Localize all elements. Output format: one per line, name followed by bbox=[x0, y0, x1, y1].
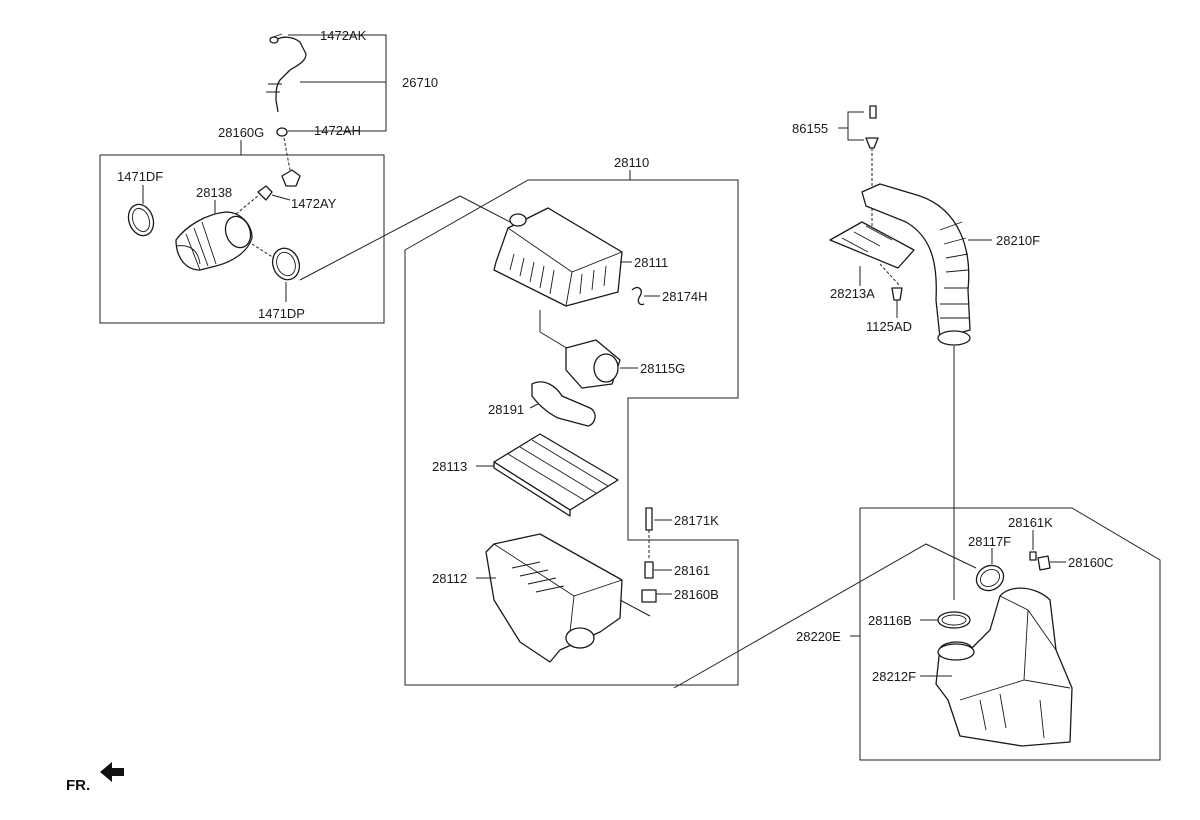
breather-fitting bbox=[281, 169, 301, 187]
upper-cover-port bbox=[509, 213, 527, 227]
breather-hose-26710 bbox=[275, 36, 307, 113]
label-28191: 28191 bbox=[488, 402, 524, 417]
filter-28113 bbox=[493, 433, 619, 511]
lower-case-ribs bbox=[511, 561, 565, 593]
lower-case-28112 bbox=[485, 533, 623, 663]
clamp-1471df bbox=[127, 203, 155, 237]
ring-28117f bbox=[975, 564, 1005, 592]
leader-hose-to-cleaner bbox=[299, 195, 511, 281]
label-28171k: 28171K bbox=[674, 513, 719, 528]
upper-right-group bbox=[829, 105, 992, 600]
grommet-28161k bbox=[1029, 551, 1037, 561]
label-26710: 26710 bbox=[402, 75, 438, 90]
box-28160g bbox=[99, 154, 385, 324]
label-28115g: 28115G bbox=[640, 361, 685, 376]
clip-28174h bbox=[631, 286, 645, 306]
label-28110: 28110 bbox=[614, 155, 649, 170]
label-1472ak: 1472AK bbox=[320, 28, 367, 43]
leader-cover-sensor-2 bbox=[539, 331, 571, 351]
label-28117f: 28117F bbox=[968, 534, 1011, 549]
bracket-breather bbox=[318, 34, 387, 132]
leader-1472ay bbox=[271, 194, 291, 201]
box-28110 bbox=[404, 179, 739, 686]
clamp-1471dp bbox=[271, 247, 301, 281]
dash-1472ay bbox=[235, 195, 259, 215]
leader-28191 bbox=[529, 403, 539, 409]
screw-86155-b bbox=[865, 137, 879, 149]
breather-dash-line bbox=[283, 137, 291, 171]
label-28112: 28112 bbox=[432, 571, 467, 586]
nut-28160b bbox=[641, 589, 657, 603]
upper-cover-ribs bbox=[509, 253, 607, 295]
sensor-port bbox=[593, 353, 619, 383]
filter-pleats bbox=[507, 439, 609, 501]
label-1471dp: 1471DP bbox=[258, 306, 305, 321]
duct-ribs bbox=[939, 221, 970, 319]
label-28160g: 28160G bbox=[218, 125, 264, 140]
dash-1471dp bbox=[251, 243, 275, 259]
clamp-1471dp-inner bbox=[276, 251, 296, 277]
label-1472ay: 1472AY bbox=[291, 196, 337, 211]
clamp-1471df-inner bbox=[131, 207, 151, 233]
clamp-1472ak bbox=[269, 36, 279, 44]
lower-case-edges bbox=[493, 543, 623, 633]
grommet-28161 bbox=[644, 561, 654, 579]
ring-28116b-inner bbox=[941, 614, 967, 626]
left-hose-group bbox=[99, 33, 511, 324]
duct-28210f bbox=[861, 183, 971, 339]
leader-case-nut bbox=[619, 599, 651, 617]
label-28160b: 28160B bbox=[674, 587, 719, 602]
label-28174h: 28174H bbox=[662, 289, 708, 304]
labels: 1472AK 26710 1472AH 28160G 1471DF 28138 … bbox=[66, 28, 1114, 794]
clamp-1472ay bbox=[257, 185, 273, 201]
label-28111: 28111 bbox=[634, 255, 668, 270]
label-1125ad: 1125AD bbox=[866, 319, 912, 334]
nut-28160c bbox=[1037, 555, 1051, 571]
label-1472ah: 1472AH bbox=[314, 123, 361, 138]
label-28113: 28113 bbox=[432, 459, 467, 474]
label-28220e: 28220E bbox=[796, 629, 841, 644]
ring-28116b bbox=[937, 611, 971, 629]
bolt-1125ad bbox=[891, 287, 903, 301]
label-1471df: 1471DF bbox=[117, 169, 163, 184]
bracket-86155 bbox=[847, 111, 864, 141]
label-28210f: 28210F bbox=[996, 233, 1040, 248]
label-28213a: 28213A bbox=[830, 286, 875, 301]
label-front: FR. bbox=[66, 777, 90, 794]
front-arrow-icon bbox=[100, 762, 124, 782]
resonator-group bbox=[673, 507, 1161, 761]
box-28220e bbox=[859, 507, 1161, 761]
label-28161: 28161 bbox=[674, 563, 710, 578]
front-indicator bbox=[100, 762, 124, 782]
bolt-28171k bbox=[645, 507, 653, 531]
intake-hose-ribs bbox=[175, 221, 217, 271]
air-cleaner-group bbox=[404, 170, 739, 686]
screw-86155-a bbox=[869, 105, 877, 119]
bracket-28213a bbox=[829, 221, 915, 269]
duct-outlet bbox=[937, 330, 971, 346]
lower-case-outlet bbox=[565, 627, 595, 649]
intake-hose-port bbox=[224, 215, 252, 249]
label-28138: 28138 bbox=[196, 185, 232, 200]
label-28116b: 28116B bbox=[868, 613, 912, 628]
clamp-1472ah bbox=[276, 127, 288, 137]
label-28212f: 28212F bbox=[872, 669, 916, 684]
duct-28191 bbox=[531, 381, 596, 427]
resonator-28212f bbox=[935, 587, 1073, 747]
resonator-ribs bbox=[979, 693, 1045, 739]
resonator-edges bbox=[959, 595, 1071, 701]
leader-case-to-resonator bbox=[673, 543, 977, 689]
label-86155: 86155 bbox=[792, 121, 828, 136]
bracket-ribs bbox=[841, 225, 893, 253]
label-28160c: 28160C bbox=[1068, 555, 1114, 570]
resonator-inlet bbox=[937, 643, 975, 661]
ring-28117f-inner bbox=[980, 569, 1000, 587]
label-28161k: 28161K bbox=[1008, 515, 1053, 530]
